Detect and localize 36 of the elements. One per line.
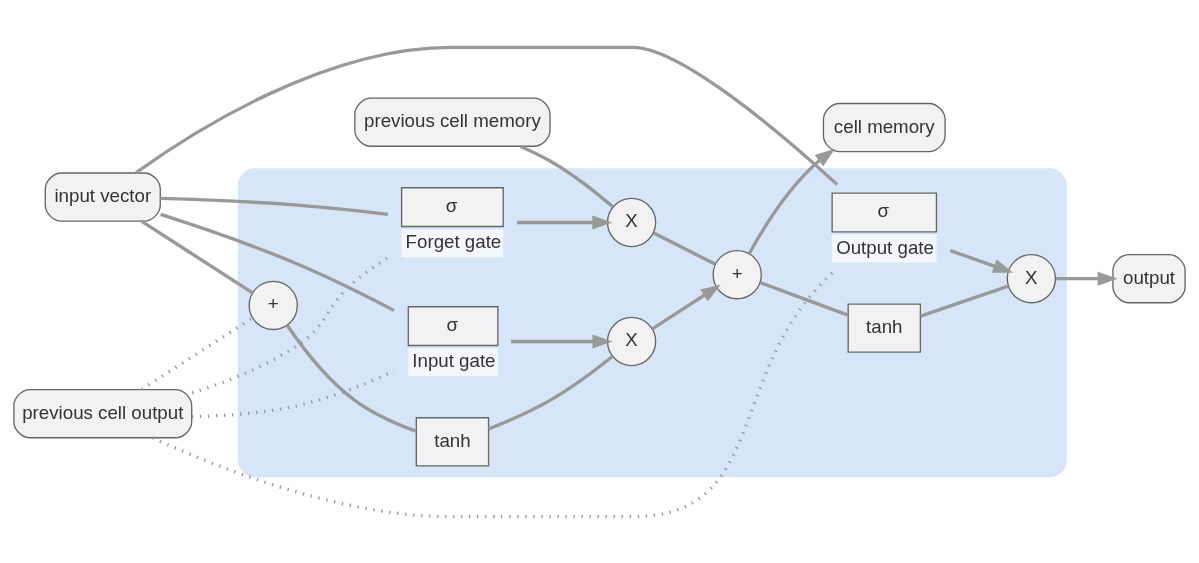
- connector: [152, 269, 836, 518]
- connector: [487, 354, 614, 431]
- arrow: [517, 214, 613, 230]
- connector: [759, 280, 849, 317]
- connector: [160, 196, 389, 216]
- connector: [160, 212, 395, 312]
- node-box: previous cell memory: [354, 97, 551, 147]
- node-circle: +: [712, 249, 762, 299]
- arrow: [651, 283, 721, 330]
- connector: [140, 219, 254, 294]
- connector: [285, 323, 417, 433]
- node-label: Input gate: [412, 349, 496, 371]
- node-circle: X: [1006, 253, 1057, 303]
- cluster: [237, 167, 1067, 477]
- node-label: Output gate: [836, 236, 934, 258]
- node-circle: X: [606, 316, 657, 366]
- connector: [191, 369, 395, 418]
- connector: [519, 144, 614, 208]
- connector: [135, 45, 839, 186]
- arrow: [1055, 271, 1118, 286]
- node-circle: +: [248, 280, 298, 330]
- node-box: input vector: [44, 171, 161, 222]
- node-box: tanh: [415, 416, 490, 466]
- node-box: previous cell output: [13, 388, 193, 438]
- node-box: output: [1112, 253, 1186, 303]
- connector: [140, 315, 254, 391]
- connector: [191, 255, 390, 394]
- node-circle: X: [606, 197, 657, 247]
- node-label: Forget gate: [405, 230, 502, 252]
- connector: [920, 284, 1009, 318]
- arrow: [511, 333, 613, 349]
- arrow: [747, 148, 836, 254]
- node-box: tanh: [847, 302, 922, 353]
- node-box: cell memory: [822, 102, 946, 152]
- arrow: [949, 248, 1014, 273]
- connector: [653, 231, 717, 266]
